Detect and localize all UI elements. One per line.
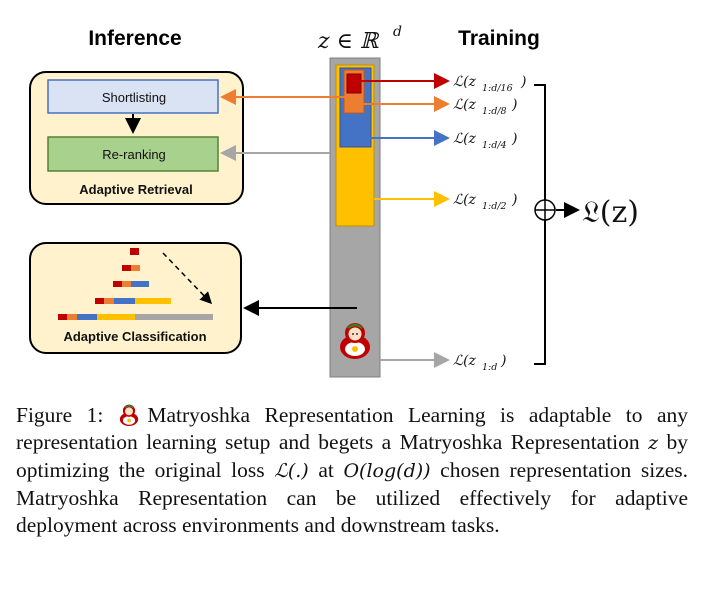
caption-part4: chosen representation sizes. Matryoshka … — [16, 458, 689, 537]
inference-header: Inference — [88, 27, 181, 50]
sixteenth-representation-red — [346, 73, 362, 94]
bar-5-blue — [77, 314, 97, 320]
bar-5-red — [58, 314, 67, 320]
sum-symbol — [534, 199, 556, 221]
loss-label-d4: ℒ(z 1:d/4 ) — [453, 131, 517, 151]
representation-symbol: z ∈ ℝ d — [317, 24, 402, 54]
bar-3-blue — [131, 281, 149, 287]
caption-doll-icon — [120, 404, 139, 426]
total-loss-label: 𝔏(z) — [582, 195, 639, 230]
loss-d2-close: ) — [511, 192, 517, 208]
matryoshka-doll-icon — [340, 323, 370, 359]
loss-d4-base: ℒ(z — [453, 131, 477, 147]
caption-complexity: O(log(d)) — [343, 460, 431, 482]
caption-z: z — [648, 432, 659, 454]
bar-1-red — [130, 248, 139, 255]
bar-5-yellow — [97, 314, 135, 320]
loss-d16-close: ) — [520, 74, 526, 90]
nested-bars-stack — [58, 248, 213, 320]
loss-sum-bracket — [534, 84, 546, 365]
loss-d2-base: ℒ(z — [453, 192, 477, 208]
bar-3-orange — [122, 281, 131, 287]
bar-2-red — [122, 265, 131, 271]
matryoshka-diagram: Inference Training z ∈ ℝ d Shortlisting … — [29, 24, 639, 378]
adaptive-classification-title: Adaptive Classification — [63, 329, 206, 344]
loss-d8-sub: 1:d/8 — [482, 106, 507, 117]
loss-d4-sub: 1:d/4 — [482, 140, 507, 151]
caption-part2: by optimizing the original loss — [16, 430, 689, 482]
bar-5-orange — [67, 314, 77, 320]
loss-label-d16: ℒ(z 1:d/16 ) — [453, 74, 526, 94]
bar-4-orange — [104, 298, 114, 304]
shortlisting-box — [47, 79, 219, 114]
loss-label-d8: ℒ(z 1:d/8 ) — [453, 97, 517, 117]
loss-label-d: ℒ(z 1:d ) — [453, 353, 506, 373]
training-header: Training — [458, 27, 540, 50]
caption-part3: at — [318, 458, 334, 482]
bar-4-blue — [114, 298, 135, 304]
reranking-box — [47, 136, 219, 172]
loss-label-d2: ℒ(z 1:d/2 ) — [453, 192, 517, 212]
bar-5-gray — [135, 314, 213, 320]
loss-d-base: ℒ(z — [453, 353, 477, 369]
loss-d-close: ) — [500, 353, 506, 369]
loss-d2-sub: 1:d/2 — [482, 201, 507, 212]
z-in-rd-label: z ∈ ℝ — [317, 29, 380, 54]
caption-loss-expr: ℒ(.) — [274, 460, 309, 482]
adaptive-retrieval-title: Adaptive Retrieval — [79, 182, 192, 197]
loss-d8-base: ℒ(z — [453, 97, 477, 113]
bar-3-red — [113, 281, 122, 287]
loss-d8-close: ) — [511, 97, 517, 113]
caption-label: Figure 1: — [16, 403, 104, 427]
reranking-label: Re-ranking — [102, 147, 166, 162]
bar-4-yellow — [135, 298, 171, 304]
dashed-growth-arrow — [162, 252, 213, 305]
figure-caption: Figure 1:Matryoshka Representation Learn… — [16, 402, 688, 539]
bar-2-orange — [131, 265, 140, 271]
loss-d-sub: 1:d — [482, 362, 497, 373]
caption-part1: Matryoshka Representation Learning is ad… — [16, 403, 688, 454]
loss-d4-close: ) — [511, 131, 517, 147]
z-superscript-d: d — [393, 24, 402, 40]
bar-4-red — [95, 298, 104, 304]
loss-d16-sub: 1:d/16 — [482, 83, 513, 94]
loss-d16-base: ℒ(z — [453, 74, 477, 90]
shortlisting-label: Shortlisting — [102, 90, 166, 105]
